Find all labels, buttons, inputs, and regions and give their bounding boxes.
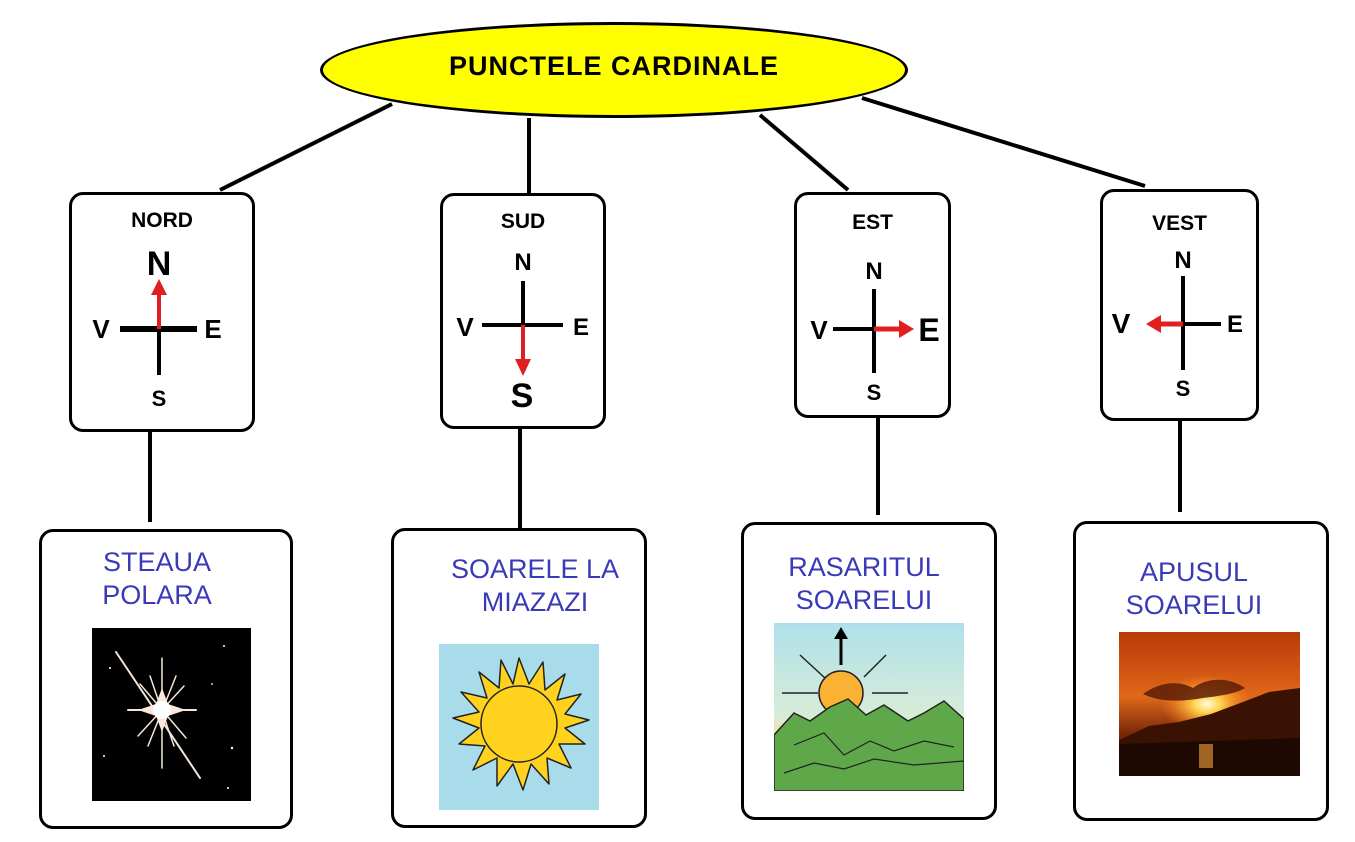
card-line-1: APUSUL (1139, 557, 1249, 587)
direction-box-north: NORD N V E S (69, 192, 255, 432)
card-line-2: SOARELUI (795, 585, 933, 615)
title-ellipse: PUNCTELE CARDINALE (320, 22, 908, 118)
compass-south-icon: N V E S (456, 249, 589, 415)
card-noon-sun: SOARELE LA MIAZAZI (391, 528, 647, 828)
direction-box-east: EST N V E S (794, 192, 951, 418)
compass-letter-e: E (1227, 311, 1243, 338)
card-line-2: SOARELUI (1125, 590, 1263, 620)
compass-letter-w: V (1112, 308, 1131, 339)
compass-north-icon: N V E S (92, 245, 221, 411)
diagram-title: PUNCTELE CARDINALE (448, 50, 779, 81)
direction-label: EST (852, 211, 893, 234)
compass-west-icon: N V E S (1112, 247, 1243, 401)
sunrise-image (774, 623, 964, 791)
card-text: APUSUL SOARELUI (1076, 556, 1312, 622)
card-sunrise: RASARITUL SOARELUI (741, 522, 997, 820)
compass-letter-s: S (152, 386, 167, 411)
card-line-1: STEAUA (102, 547, 212, 577)
compass-letter-w: V (92, 314, 110, 344)
compass-letter-e: E (918, 312, 939, 348)
card-line-1: SOARELE LA (450, 554, 620, 584)
direction-box-south: SUD N V E S (440, 193, 606, 429)
card-line-2: POLARA (102, 580, 212, 610)
polar-star-image (92, 628, 251, 801)
compass-letter-s: S (1176, 376, 1191, 401)
card-polar-star: STEAUA POLARA (39, 529, 293, 829)
compass-letter-n: N (514, 249, 531, 276)
compass-letter-n: N (1174, 247, 1191, 274)
card-sunset: APUSUL SOARELUI (1073, 521, 1329, 821)
card-text: STEAUA POLARA (42, 546, 272, 612)
direction-label: VEST (1152, 212, 1207, 235)
compass-letter-e: E (573, 314, 589, 341)
compass-letter-w: V (456, 312, 474, 342)
compass-letter-n: N (147, 245, 172, 283)
sunset-image (1119, 632, 1300, 776)
direction-label: NORD (131, 209, 193, 232)
compass-letter-e: E (204, 314, 221, 344)
card-text: SOARELE LA MIAZAZI (394, 553, 676, 619)
card-line-2: MIAZAZI (481, 587, 589, 617)
card-line-1: RASARITUL (788, 552, 940, 582)
compass-letter-w: V (810, 315, 828, 345)
compass-letter-s: S (511, 377, 534, 415)
compass-east-icon: N V E S (810, 258, 939, 405)
compass-letter-s: S (867, 380, 882, 405)
direction-label: SUD (500, 210, 546, 233)
direction-box-west: VEST N V E S (1100, 189, 1259, 421)
sun-image (439, 644, 599, 810)
compass-letter-n: N (865, 258, 882, 285)
card-text: RASARITUL SOARELUI (744, 551, 984, 617)
